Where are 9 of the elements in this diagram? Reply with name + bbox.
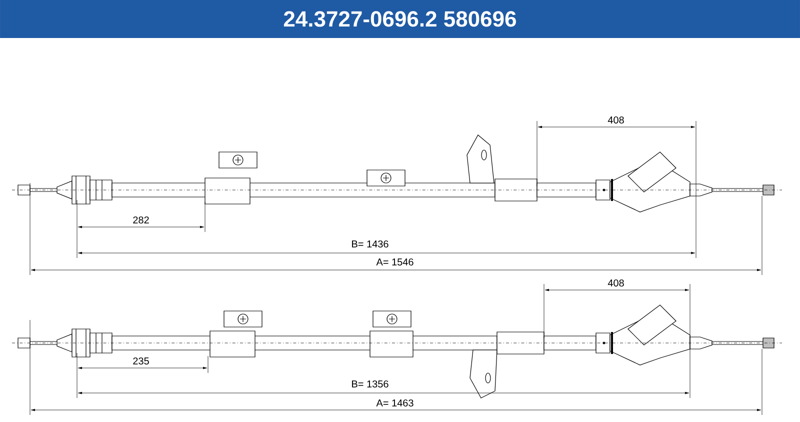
dimension-label: B= 1356	[350, 379, 390, 389]
dimension-label: 408	[606, 115, 626, 125]
dimension-label: A= 1546	[375, 257, 415, 267]
title-banner: 24.3727-0696.2 580696	[0, 0, 800, 38]
dimension-label: 235	[132, 356, 150, 366]
dimension-label: A= 1463	[375, 398, 415, 408]
dimension-label: 282	[132, 215, 150, 225]
dimension-label: 408	[606, 278, 626, 288]
dimension-label: B= 1436	[350, 239, 390, 249]
